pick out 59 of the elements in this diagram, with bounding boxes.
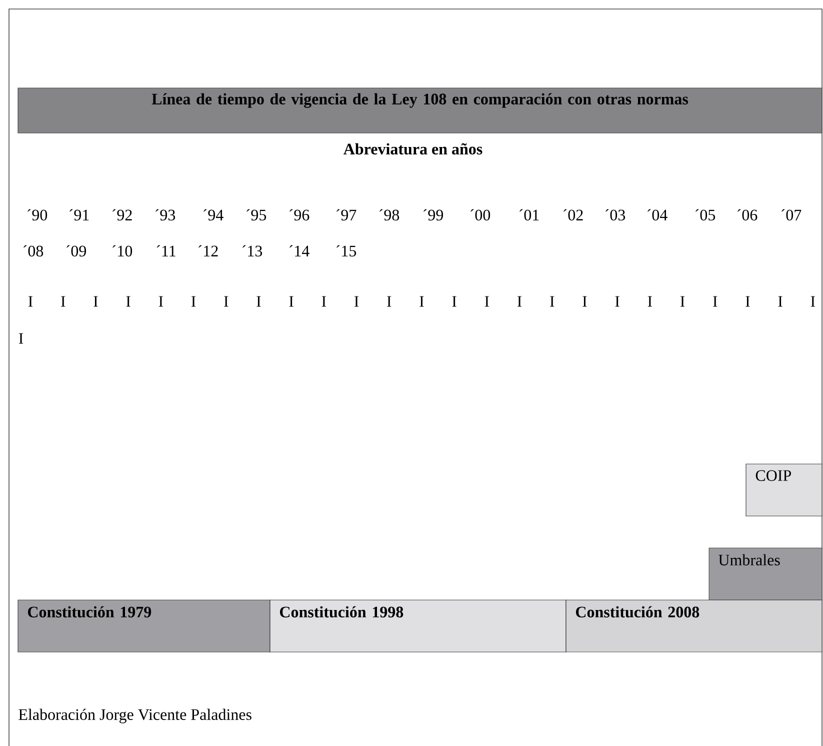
year-label: ´07 (782, 209, 802, 220)
year-label: ´00 (470, 209, 490, 220)
tick-mark: I (680, 296, 685, 307)
year-label: ´99 (424, 209, 443, 220)
tick-mark: I (778, 296, 782, 307)
year-label: ´12 (198, 245, 218, 256)
year-label: ´97 (336, 209, 356, 220)
tick-mark: I (713, 296, 718, 307)
year-label: ´06 (738, 209, 758, 220)
tick-mark: I (550, 296, 554, 307)
year-label: ´04 (648, 209, 668, 220)
credit-text: Elaboración Jorge Vicente Paladines (18, 708, 252, 724)
year-label: ´90 (28, 209, 48, 220)
tick-mark: I (420, 296, 424, 307)
tick-mark: I (484, 296, 489, 307)
tick-mark: I (810, 296, 815, 307)
tick-mark: I (126, 296, 130, 307)
tick-mark: I (256, 296, 261, 307)
tick-mark: I (517, 296, 522, 307)
tick-mark: I (648, 296, 652, 307)
year-label: ´02 (564, 209, 583, 220)
tick-mark: I (158, 296, 163, 307)
tick-mark: I (18, 333, 24, 344)
tick-mark: I (746, 296, 750, 307)
year-label: ´05 (696, 209, 716, 220)
timeline-box: Constitución 2008 (566, 600, 822, 652)
timeline-box: Umbrales (708, 548, 822, 600)
year-label: ´92 (112, 209, 132, 220)
year-label: ´98 (380, 209, 400, 220)
timeline-box: Constitución 1979 (18, 600, 270, 652)
year-label: ´03 (606, 209, 626, 220)
tick-mark: I (452, 296, 456, 307)
tick-mark: I (94, 296, 98, 307)
tick-mark: I (387, 296, 392, 307)
year-label: ´10 (112, 245, 132, 256)
year-label: ´14 (290, 245, 310, 256)
year-label: ´15 (336, 245, 356, 256)
year-label: ´01 (520, 209, 539, 220)
year-label: ´95 (246, 209, 266, 220)
year-label: ´09 (66, 245, 86, 256)
year-label: ´11 (156, 245, 176, 256)
tick-mark: I (582, 296, 587, 307)
timeline-box: Constitución 1998 (270, 600, 566, 652)
year-label: ´93 (156, 209, 176, 220)
tick-mark: I (224, 296, 228, 307)
timeline-box: COIP (746, 464, 822, 516)
tick-mark: I (354, 296, 359, 307)
tick-mark: I (28, 296, 33, 307)
title-band: Línea de tiempo de vigencia de la Ley 108 en comparación con otras normas (18, 88, 822, 134)
year-label: ´94 (204, 209, 224, 220)
tick-mark: I (191, 296, 196, 307)
tick-mark: I (322, 296, 326, 307)
year-label: ´08 (24, 245, 44, 256)
tick-mark: I (289, 296, 294, 307)
tick-mark: I (615, 296, 620, 307)
year-label: ´91 (70, 209, 89, 220)
year-label: ´13 (242, 245, 262, 256)
tick-mark: I (61, 296, 66, 307)
year-label: ´96 (290, 209, 310, 220)
